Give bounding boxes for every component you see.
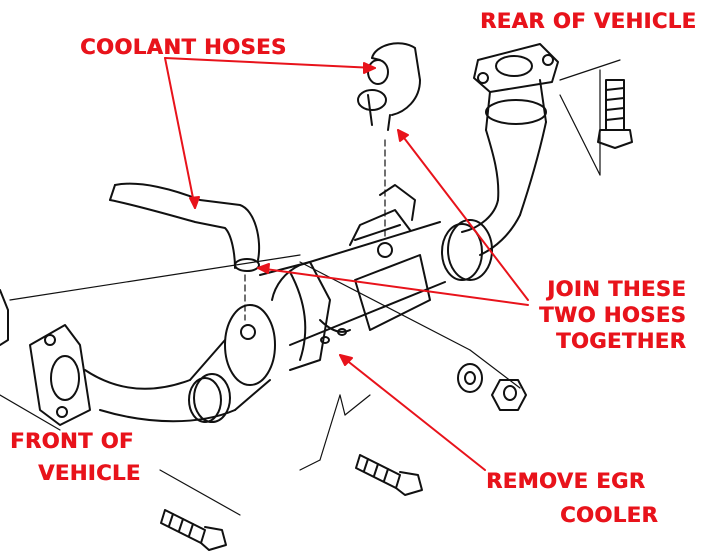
lower-bolts: [160, 454, 423, 551]
arrow-coolant-lower: [164, 57, 196, 209]
front-pipe: [0, 289, 236, 426]
label-front-of-vehicle: FRONT OF VEHICLE: [10, 428, 141, 486]
label-join-line-1: JOIN THESE: [547, 277, 687, 301]
label-join-these-two-hoses: JOIN THESE TWO HOSES TOGETHER: [538, 276, 686, 354]
label-join-line-3: TOGETHER: [556, 329, 687, 353]
rear-bolt: [597, 79, 633, 149]
egr-cooler-body: [189, 184, 493, 411]
arrow-join-upper: [397, 129, 529, 301]
rear-pipe: [461, 43, 559, 256]
upper-coolant-hose: [357, 42, 421, 131]
label-remove-line-1: REMOVE EGR: [486, 469, 646, 493]
annotation-arrows: [164, 57, 529, 471]
label-remove-egr-cooler: REMOVE EGR COOLER: [486, 468, 658, 528]
label-rear-of-vehicle: REAR OF VEHICLE: [480, 9, 697, 33]
label-remove-line-2: COOLER: [560, 503, 659, 527]
lower-coolant-hose: [109, 182, 261, 272]
label-front-line-2: VEHICLE: [38, 461, 141, 485]
label-join-line-2: TWO HOSES: [539, 303, 687, 327]
label-front-line-1: FRONT OF: [10, 429, 134, 453]
label-coolant-hoses: COOLANT HOSES: [80, 35, 287, 59]
nuts: [457, 363, 527, 411]
arrow-remove-egr: [339, 354, 486, 471]
arrow-join-lower: [257, 267, 529, 306]
arrow-coolant-upper: [164, 57, 376, 69]
